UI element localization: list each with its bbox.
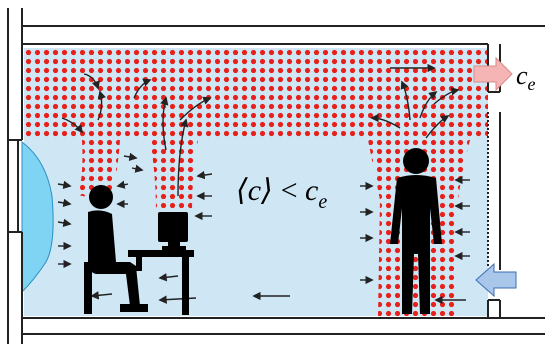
mean-symbol: c	[248, 174, 261, 207]
exhaust-concentration-label: ce	[516, 61, 536, 94]
less-than-operator: <	[279, 174, 299, 207]
exhaust-symbol: c	[516, 61, 528, 90]
plume-computer	[150, 140, 198, 210]
upper-contaminant-layer	[24, 48, 488, 140]
exhaust-subscript: e	[528, 74, 536, 94]
rhs-symbol: c	[305, 174, 318, 207]
rhs-subscript: e	[318, 191, 327, 213]
svg-text:ce: ce	[516, 61, 536, 94]
